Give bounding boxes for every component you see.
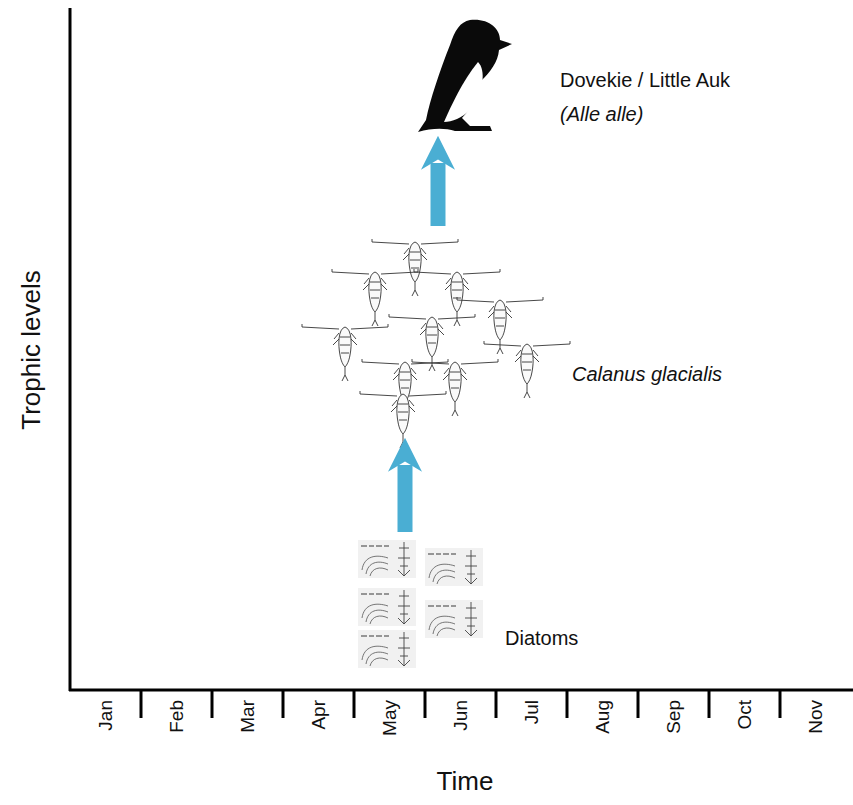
organism-group: Calanus glacialis xyxy=(305,232,775,437)
organism-group: Dovekie / Little Auk (Alle alle) xyxy=(415,10,736,135)
axis-tick xyxy=(353,690,356,718)
energy-flow-arrow xyxy=(431,163,446,226)
bird-belly xyxy=(444,62,483,122)
energy-flow-arrow xyxy=(398,465,413,532)
month-label: Jun xyxy=(450,700,472,731)
axis-tick xyxy=(708,690,711,718)
axis-tick xyxy=(637,690,640,718)
month-label: Nov xyxy=(805,700,827,734)
x-axis xyxy=(69,689,853,692)
copepod xyxy=(412,359,498,416)
copepod-sketches xyxy=(302,239,570,448)
diatom-sketches xyxy=(358,540,483,668)
axis-tick xyxy=(140,690,143,718)
diatom-tile xyxy=(358,588,416,626)
bird-body xyxy=(418,20,512,132)
axis-tick xyxy=(566,690,569,718)
axis-tick xyxy=(424,690,427,718)
month-label: Oct xyxy=(734,700,756,730)
copepod xyxy=(484,341,570,398)
month-label: Feb xyxy=(166,700,188,733)
axis-tick xyxy=(282,690,285,718)
month-label: Apr xyxy=(308,700,330,730)
axis-tick xyxy=(495,690,498,718)
diatom-tile xyxy=(358,630,416,668)
copepod xyxy=(360,391,446,448)
bird-wing-edge xyxy=(462,92,480,110)
organism-label: Calanus glacialis xyxy=(572,362,722,386)
axis-tick xyxy=(779,690,782,718)
month-label: Jan xyxy=(95,700,117,731)
month-label: Sep xyxy=(663,700,685,734)
y-axis xyxy=(69,8,72,691)
month-label: Mar xyxy=(237,700,259,733)
copepod xyxy=(302,324,388,381)
month-label: May xyxy=(379,700,401,736)
month-label: Jul xyxy=(521,700,543,724)
diatom-tile xyxy=(425,600,483,638)
axis-tick xyxy=(211,690,214,718)
organism-label: (Alle alle) xyxy=(560,102,643,126)
axes xyxy=(69,8,853,691)
diatom-tile xyxy=(358,540,416,578)
dovekie-silhouette xyxy=(418,20,512,132)
axis-title: Trophic levels xyxy=(17,270,47,429)
diatom-tile xyxy=(425,548,483,586)
axis-title: Time xyxy=(437,767,494,797)
organism-group: Diatoms xyxy=(355,538,615,673)
copepod xyxy=(457,297,543,354)
organism-label: Diatoms xyxy=(505,626,578,650)
organism-label: Dovekie / Little Auk xyxy=(560,68,730,92)
month-label: Aug xyxy=(592,700,614,734)
